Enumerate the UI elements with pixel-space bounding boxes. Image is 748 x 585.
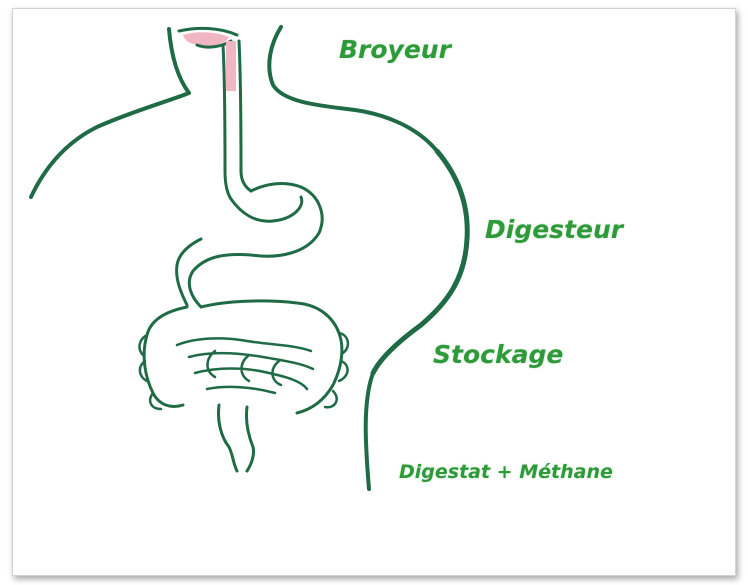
stomach-inner xyxy=(177,197,302,305)
small-intestine-coils xyxy=(177,338,313,393)
label-digestat-methane: Digestat + Méthane xyxy=(399,461,613,483)
digestive-system-illustration xyxy=(13,9,735,575)
label-stockage: Stockage xyxy=(433,340,563,369)
label-digesteur: Digesteur xyxy=(485,215,623,244)
esophagus-fill xyxy=(226,41,236,91)
large-intestine-bumps-right xyxy=(325,333,348,407)
rectum xyxy=(218,405,253,471)
label-broyeur: Broyeur xyxy=(339,35,451,64)
large-intestine-outer xyxy=(144,301,342,413)
neck-front-outline xyxy=(31,29,189,197)
lower-body-outline xyxy=(366,373,373,489)
diagram-frame: Broyeur Digesteur Stockage Digestat + Mé… xyxy=(12,8,736,576)
esophagus-right xyxy=(239,41,251,191)
